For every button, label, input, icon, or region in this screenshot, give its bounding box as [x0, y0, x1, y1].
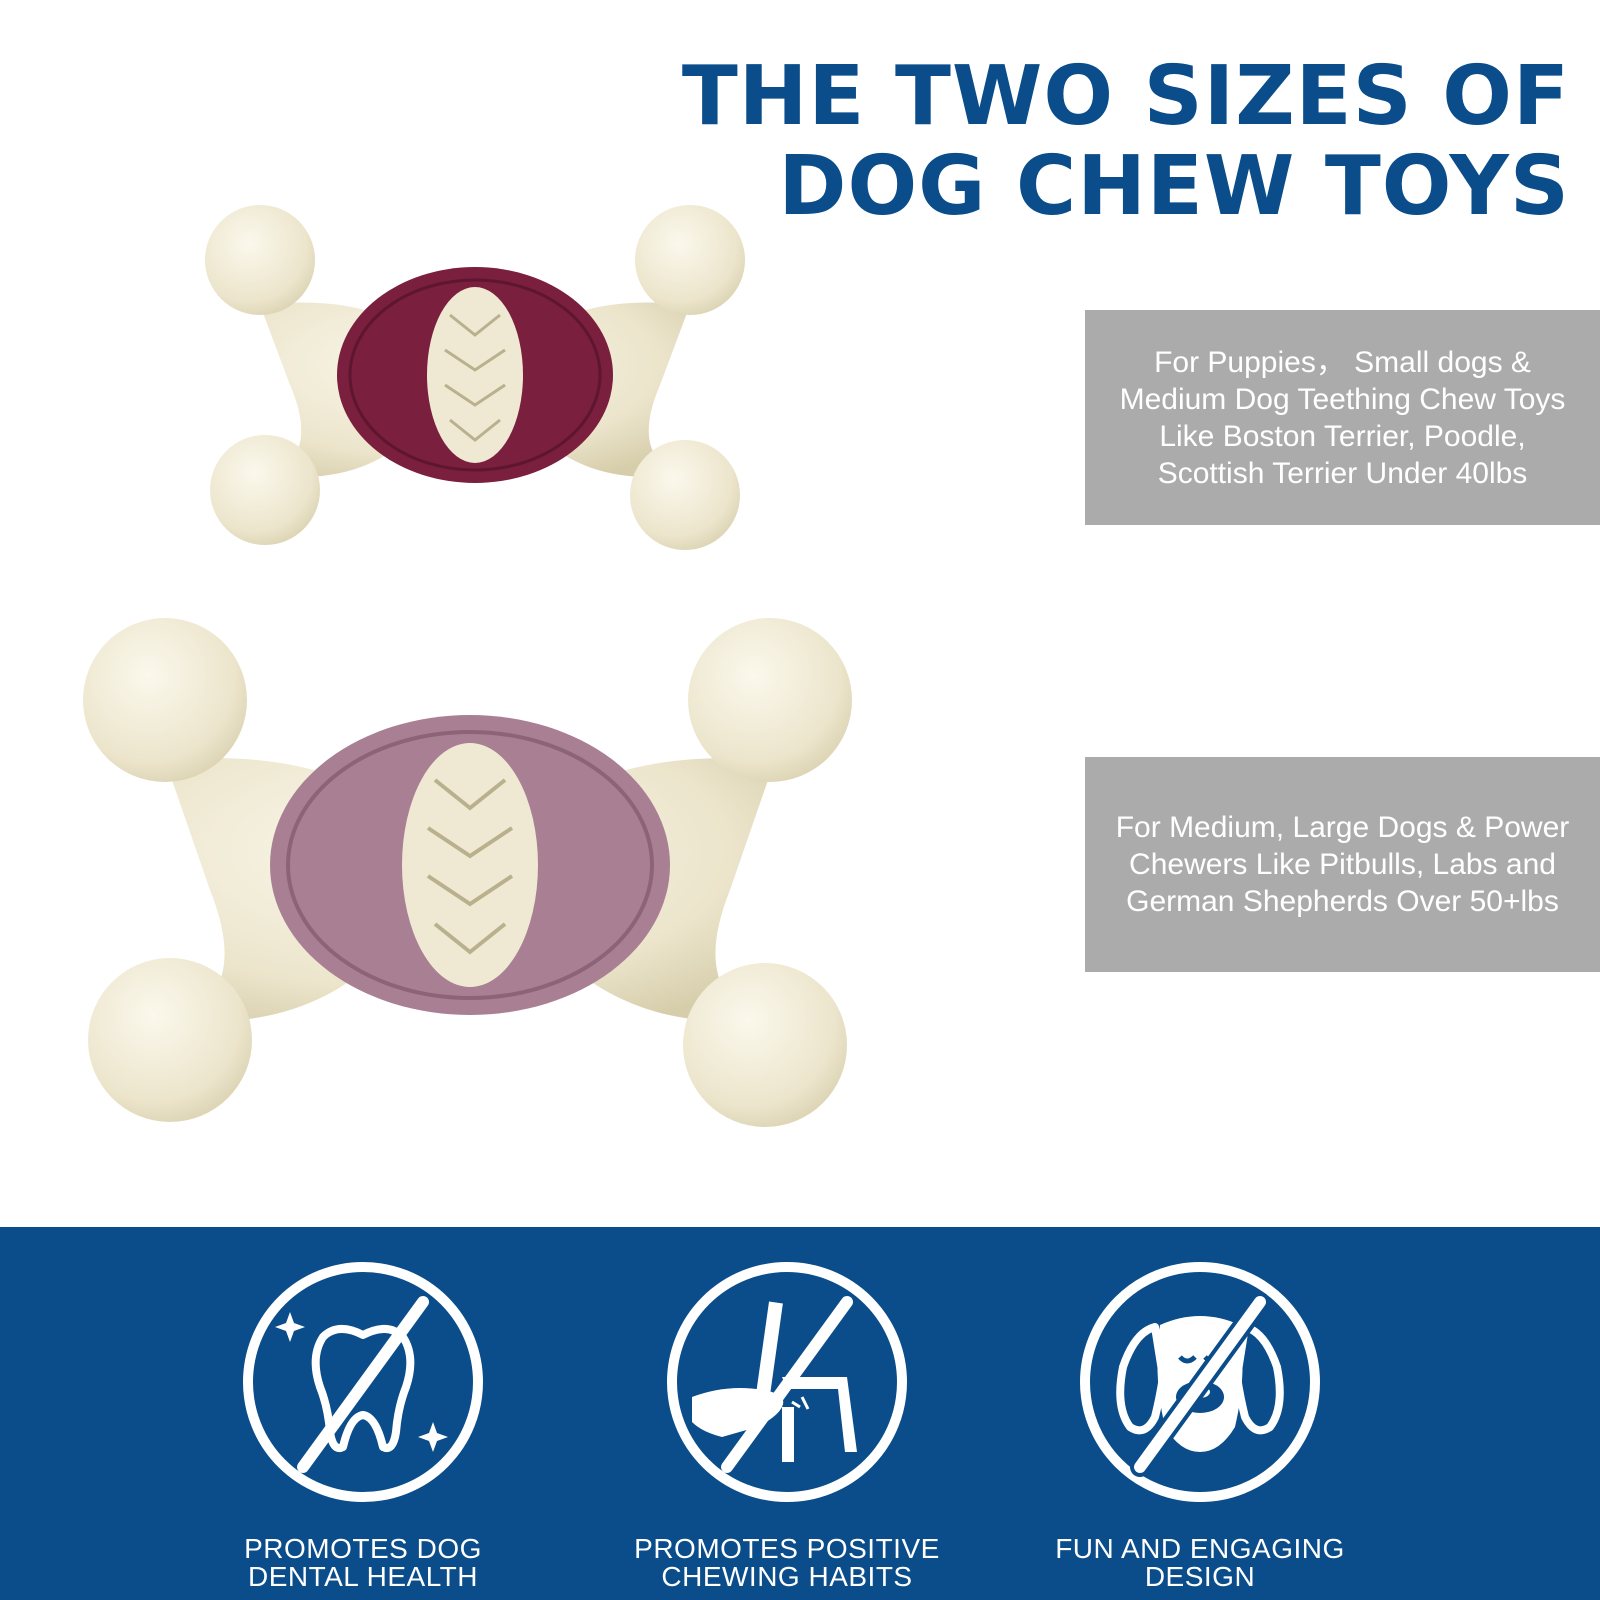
features-band: PROMOTES DOG DENTAL HEALTH PROMOTES POSI… — [0, 1227, 1600, 1600]
title-line-2: DOG CHEW TOYS — [778, 139, 1570, 234]
small-size-description: For Puppies， Small dogs & Medium Dog Tee… — [1085, 310, 1600, 525]
feature-chewing-habits: PROMOTES POSITIVE CHEWING HABITS — [607, 1257, 967, 1591]
tooth-icon — [243, 1262, 483, 1502]
feature-fun-design: FUN AND ENGAGING DESIGN — [1020, 1257, 1380, 1591]
title-line-1: THE TWO SIZES OF — [681, 49, 1570, 144]
feature-dental-health: PROMOTES DOG DENTAL HEALTH — [183, 1257, 543, 1591]
chewed-chair-icon — [667, 1262, 907, 1502]
large-size-description: For Medium, Large Dogs & Power Chewers L… — [1085, 757, 1600, 972]
large-chew-toy-image — [80, 600, 860, 1140]
feature-chewing-habits-label: PROMOTES POSITIVE CHEWING HABITS — [634, 1533, 940, 1592]
dog-face-icon — [1080, 1262, 1320, 1502]
page-title: THE TWO SIZES OF DOG CHEW TOYS — [670, 52, 1570, 232]
feature-fun-design-label: FUN AND ENGAGING DESIGN — [1055, 1533, 1345, 1592]
feature-dental-health-label: PROMOTES DOG DENTAL HEALTH — [244, 1533, 482, 1592]
small-chew-toy-image — [200, 185, 750, 565]
